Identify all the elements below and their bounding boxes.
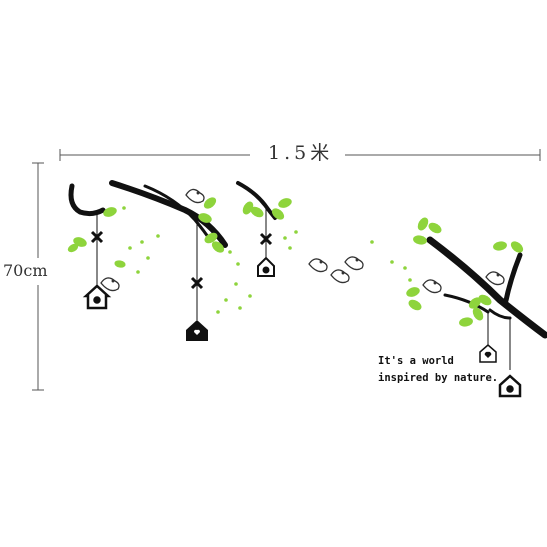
nature-caption: It's a world inspired by nature. [378, 353, 498, 387]
caption-line: It's a world [378, 355, 454, 367]
width-dimension-label: 1.5米 [262, 138, 340, 165]
bird-icon [100, 188, 505, 294]
right-tree [426, 236, 547, 339]
caption-line: inspired by nature. [378, 372, 499, 384]
hanging-strings [96, 205, 511, 370]
height-dimension-line [32, 162, 44, 391]
falling-leaves [122, 206, 412, 314]
left-branch [68, 180, 277, 248]
bow-icon [90, 230, 273, 290]
birdhouse-icon [257, 256, 275, 277]
width-dimension-line [59, 149, 541, 161]
birdhouse-icon [498, 374, 522, 398]
birdhouse-icon [186, 320, 208, 341]
height-dimension-label: 70cm [3, 261, 48, 280]
birdhouse-icon [82, 284, 112, 310]
birdhouse-icon [479, 344, 497, 363]
